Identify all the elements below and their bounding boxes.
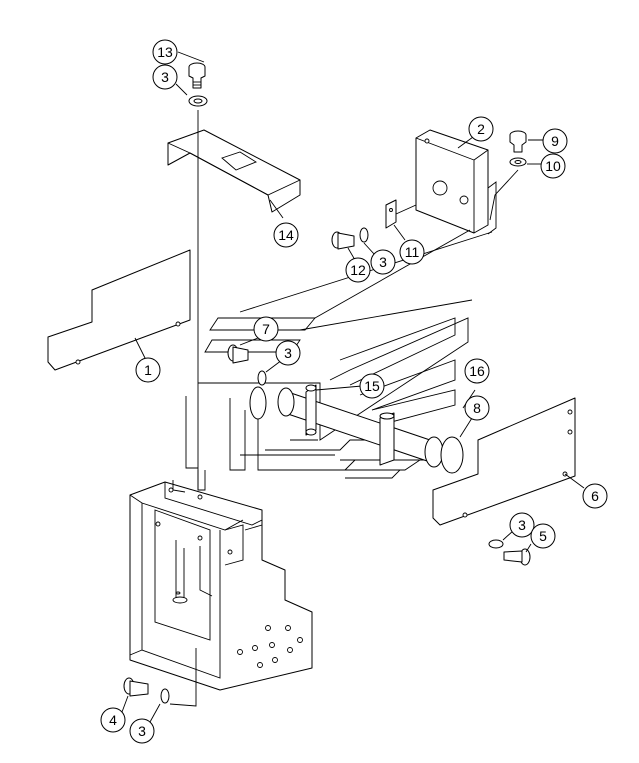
callout-14: 14 [273,222,299,248]
callout-11: 11 [399,239,425,265]
callout-12: 12 [345,257,371,283]
callout-15: 15 [359,373,385,399]
left-side-panel-part [47,249,191,371]
callout-label: 14 [278,227,294,243]
washer-3-bottom-part [160,688,170,704]
callout-label: 3 [161,69,169,85]
washer-10-part [509,157,527,167]
callout-3-mid: 3 [370,249,396,275]
shaft-assembly-part [227,344,464,474]
callout-16: 16 [464,358,490,384]
callout-2: 2 [468,116,494,142]
top-cover-part [167,129,301,213]
callout-3-center: 3 [275,340,301,366]
washer-3-mid-part [359,227,369,243]
callout-label: 6 [591,488,599,504]
callout-9: 9 [542,128,568,154]
callout-label: 3 [518,517,526,533]
callout-label: 5 [539,528,547,544]
callout-label: 4 [109,712,117,728]
callout-3-bottom: 3 [129,718,155,744]
bolt-9-part [509,130,527,153]
callout-label: 3 [284,345,292,361]
bolt-4-part [123,677,149,697]
callout-label: 3 [379,254,387,270]
main-frame-part [129,470,313,707]
callout-3-right: 3 [509,512,535,538]
callout-label: 10 [545,158,561,174]
washer-3-right-part [488,539,504,549]
callout-label: 15 [364,378,380,394]
callout-label: 3 [138,723,146,739]
callout-label: 12 [350,262,366,278]
bolt-5-part [503,548,531,566]
callout-3-top: 3 [152,64,178,90]
bracket-part [385,129,497,235]
callout-10: 10 [540,153,566,179]
callout-label: 1 [144,362,152,378]
callout-label: 16 [469,363,485,379]
callout-label: 2 [477,121,485,137]
callout-7: 7 [253,316,279,342]
right-side-panel-part [432,397,576,526]
callout-6: 6 [582,483,608,509]
callout-label: 9 [551,133,559,149]
washer-3-top-part [188,95,208,107]
callout-4: 4 [100,707,126,733]
callout-label: 13 [157,44,173,60]
bolt-13-part [188,62,206,89]
bolt-12-part [331,231,355,250]
callout-5: 5 [530,523,556,549]
callout-label: 11 [405,244,420,260]
callout-1: 1 [135,357,161,383]
callout-label: 8 [473,400,481,416]
callout-label: 7 [262,321,270,337]
callout-13: 13 [152,39,178,65]
callout-8: 8 [464,395,490,421]
